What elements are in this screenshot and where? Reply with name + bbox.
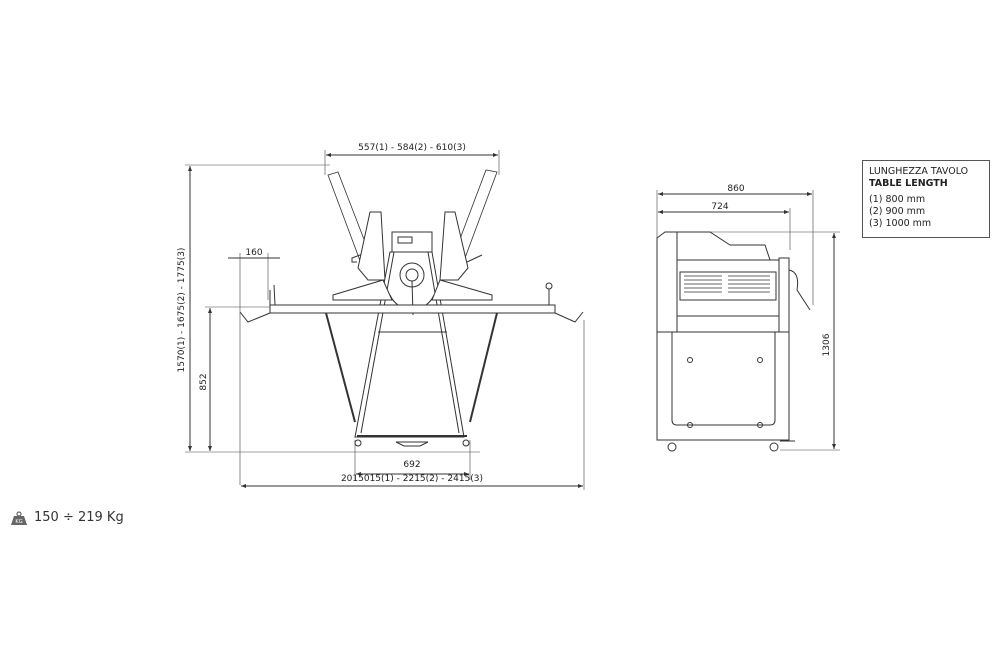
legend-item: (1) 800 mm	[869, 194, 926, 205]
weight-info: KG 150 ÷ 219 Kg	[10, 510, 124, 525]
legend-title-it: LUNGHEZZA TAVOLO	[869, 166, 969, 177]
sheeter-front-drawing	[239, 169, 584, 447]
dim-body-depth: 724	[711, 202, 728, 212]
front-view: 557(1) - 584(2) - 610(3) 1570(1) - 1675(…	[177, 143, 585, 490]
dimension-lines	[656, 190, 840, 451]
dim-total-height: 1570(1) - 1675(2) - 1775(3)	[177, 248, 187, 373]
sheeter-side-drawing	[656, 231, 811, 452]
legend-item: (3) 1000 mm	[869, 218, 932, 229]
dim-base-width: 692	[403, 460, 420, 470]
kg-weight-icon: KG	[11, 510, 27, 525]
legend-item: (2) 900 mm	[869, 206, 926, 217]
dim-total-length: 2015015(1) - 2215(2) - 2415(3)	[341, 474, 483, 484]
side-view: 860 724 1306	[656, 184, 840, 452]
dim-height: 1306	[822, 333, 832, 356]
dim-handle: 160	[245, 248, 262, 258]
dim-top-width: 557(1) - 584(2) - 610(3)	[358, 143, 466, 153]
dim-table-height: 852	[199, 373, 209, 390]
legend-title-en: TABLE LENGTH	[869, 178, 948, 189]
table-length-legend: LUNGHEZZA TAVOLO TABLE LENGTH (1) 800 mm…	[862, 160, 990, 238]
weight-value: 150 ÷ 219 Kg	[34, 510, 124, 525]
svg-text:KG: KG	[15, 519, 22, 525]
dim-overall-depth: 860	[727, 184, 744, 194]
dimension-lines	[185, 150, 585, 490]
